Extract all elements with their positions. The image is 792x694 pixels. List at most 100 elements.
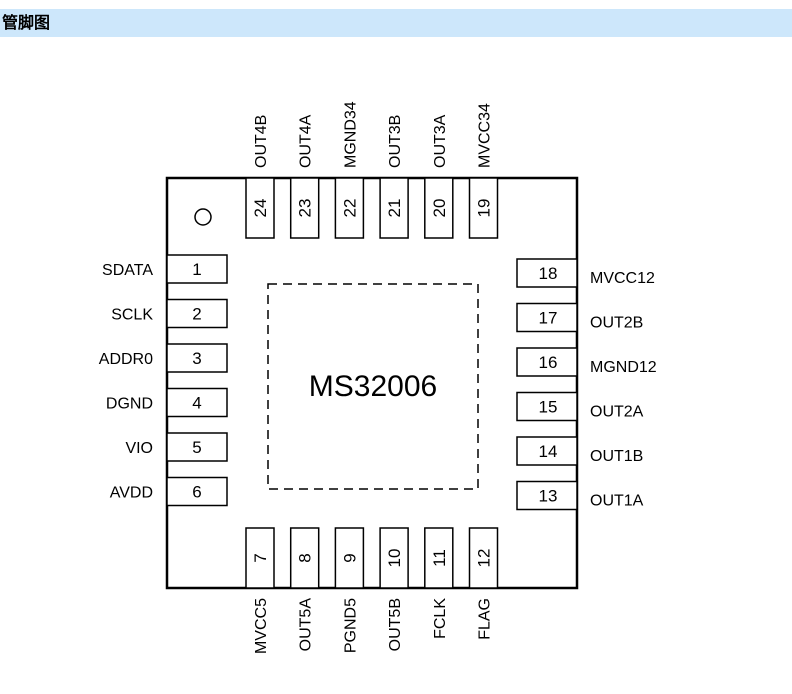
pin-4: 4 DGND	[106, 387, 228, 418]
pin-14-label: OUT1B	[590, 448, 643, 465]
pin-3-label: ADDR0	[99, 351, 153, 368]
pin-19-pad	[468, 177, 499, 239]
pin-10-label: OUT5B	[387, 598, 404, 651]
pin-1-number: 1	[192, 260, 201, 279]
pin-21-label: OUT3B	[387, 115, 404, 168]
pin-6: 6 AVDD	[110, 476, 228, 507]
pin-18-label: MVCC12	[590, 270, 655, 287]
pin-3: 3 ADDR0	[99, 343, 228, 373]
pin-7-pad	[245, 527, 275, 589]
pin-24: 24 OUT4B	[245, 115, 275, 239]
pin-5-pad	[166, 432, 228, 462]
pin-5: 5 VIO	[125, 432, 228, 462]
pin-17-label: OUT2B	[590, 315, 643, 332]
pin-9-pad	[334, 527, 365, 589]
pin-20-number: 20	[430, 199, 449, 218]
pin-6-label: AVDD	[110, 485, 153, 502]
pin-19: 19 MVCC34	[468, 103, 499, 239]
pin-6-pad	[166, 476, 228, 507]
pin-22-pad	[334, 177, 365, 239]
pin-12-label: FLAG	[477, 598, 494, 640]
pin-15: 15 OUT2A	[516, 391, 644, 422]
pin-21-number: 21	[385, 199, 404, 218]
pin-13-number: 13	[539, 487, 558, 506]
pin-13-pad	[516, 480, 578, 511]
section-header: 管脚图	[0, 9, 792, 37]
pin-4-pad	[166, 387, 228, 418]
pin-17: 17 OUT2B	[516, 302, 643, 333]
pin-9-label: PGND5	[342, 598, 359, 653]
pin-23: 23 OUT4A	[289, 114, 320, 239]
pin-11-number: 11	[430, 549, 449, 567]
pin-1: 1 SDATA	[102, 254, 228, 284]
pin-18: 18 MVCC12	[516, 258, 655, 288]
pin-22-number: 22	[340, 199, 359, 218]
pin-2-pad	[166, 298, 228, 329]
pin-2-label: SCLK	[111, 307, 153, 324]
pin-23-label: OUT4A	[298, 114, 315, 168]
pin-19-number: 19	[475, 199, 494, 218]
section-title: 管脚图	[2, 13, 51, 32]
pin-6-number: 6	[192, 483, 201, 502]
pin-12-pad	[468, 527, 499, 589]
pin-21: 21 OUT3B	[379, 115, 409, 239]
pin-5-label: VIO	[125, 440, 153, 457]
pin-8-pad	[289, 527, 320, 589]
pin-11-label: FCLK	[432, 598, 449, 639]
pin-8-label: OUT5A	[298, 598, 315, 652]
pin-10-pad	[379, 527, 409, 589]
pin-9-number: 9	[340, 553, 359, 562]
pin-3-number: 3	[192, 349, 201, 368]
pin-7-label: MVCC5	[253, 598, 270, 654]
pin-14-pad	[516, 436, 578, 466]
pin1-marker	[194, 208, 212, 226]
pin-13: 13 OUT1A	[516, 480, 644, 511]
pin-1-label: SDATA	[102, 262, 153, 279]
pin-12-number: 12	[475, 549, 494, 568]
pin-20: 20 OUT3A	[424, 114, 454, 239]
pin-17-number: 17	[539, 309, 558, 328]
pin-3-pad	[166, 343, 228, 373]
pin-16-label: MGND12	[590, 359, 657, 376]
pin-20-label: OUT3A	[432, 114, 449, 168]
pin-20-pad	[424, 177, 454, 239]
pin-24-number: 24	[251, 199, 270, 218]
exposed-pad	[267, 283, 479, 490]
pin-5-number: 5	[192, 438, 201, 457]
pin-21-pad	[379, 177, 409, 239]
pin-10-number: 10	[385, 549, 404, 568]
pin-13-label: OUT1A	[590, 493, 644, 510]
pin-15-pad	[516, 391, 578, 422]
pin-17-pad	[516, 302, 578, 333]
chip-name: MS32006	[309, 370, 437, 403]
pin-15-number: 15	[539, 398, 558, 417]
pin-11-pad	[424, 527, 454, 589]
pin-24-label: OUT4B	[253, 115, 270, 168]
pin-24-pad	[245, 177, 275, 239]
pin-19-label: MVCC34	[477, 103, 494, 168]
pin-16-pad	[516, 347, 578, 377]
pin-14: 14 OUT1B	[516, 436, 643, 466]
pin-15-label: OUT2A	[590, 404, 644, 421]
pin-1-pad	[166, 254, 228, 284]
chip-package	[165, 176, 579, 590]
pin-18-pad	[516, 258, 578, 288]
pin-23-number: 23	[296, 199, 315, 218]
pin-18-number: 18	[539, 264, 558, 283]
pin-4-number: 4	[192, 394, 201, 413]
pin-4-label: DGND	[106, 396, 153, 413]
pin-2-number: 2	[192, 305, 201, 324]
pin-2: 2 SCLK	[111, 298, 228, 329]
pin-7-number: 7	[251, 553, 270, 562]
pin-14-number: 14	[539, 442, 558, 461]
